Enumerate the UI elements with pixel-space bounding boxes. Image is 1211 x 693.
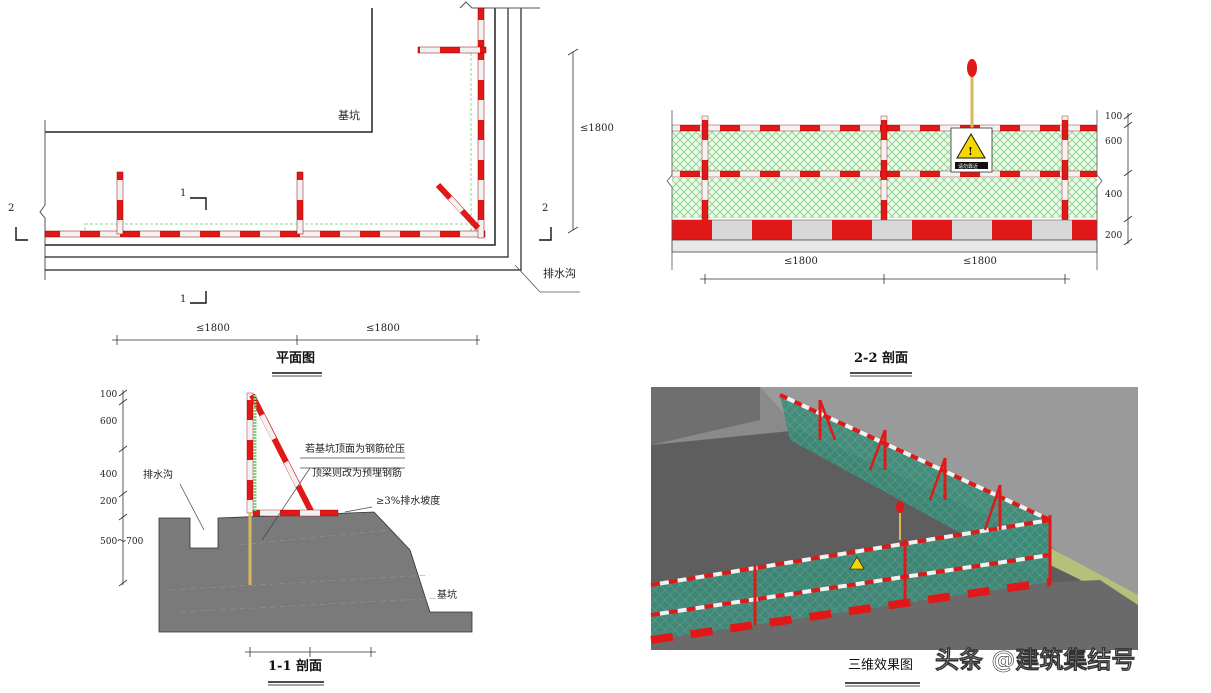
section11-height-500-700: 500～700 (100, 537, 144, 547)
section22-break-left (666, 110, 673, 270)
section-mark-1-bottom: 1 (180, 294, 186, 305)
plan-title: 平面图 (276, 351, 315, 366)
section-1-1: 排水沟 基坑 若基坑顶面为钢筋砼压 顶梁则改为预埋钢筋 ≥3%排水坡度 100 … (100, 389, 473, 686)
drain-line-3 (45, 8, 522, 271)
s11-tick-1 (118, 389, 128, 397)
section11-ground (158, 511, 473, 633)
section11-height-400: 400 (100, 470, 117, 480)
render3d-kickboard (650, 578, 1051, 644)
plan-post-top (417, 46, 487, 54)
section11-drain-leader (179, 483, 205, 531)
section11-brace-white-1 (259, 413, 277, 441)
section22-dim-left: ≤1800 (784, 256, 818, 267)
pit-outline (45, 8, 373, 133)
note-leader (261, 467, 311, 541)
section11-slope-label: ≥3%排水坡度 (376, 494, 440, 507)
drain-leader (514, 264, 541, 293)
section11-note-line1: 若基坑顶面为钢筋砼压 (305, 442, 405, 455)
section22-kickboard (671, 219, 1098, 241)
h-tick-4 (1123, 215, 1133, 223)
section11-post (246, 392, 254, 514)
section11-height-100: 100 (100, 390, 117, 400)
render3d-posts (753, 400, 1052, 625)
ground-hatch-3 (239, 529, 391, 546)
h-tick-2 (1123, 121, 1133, 129)
render-3d: 三维效果图 (650, 387, 1138, 687)
section-bracket-2-right (539, 227, 552, 241)
dim-right-label: ≤1800 (366, 323, 400, 334)
s11-tick-4 (118, 490, 128, 498)
break-mark-left (39, 120, 46, 280)
dim-vertical-tick-top (567, 48, 579, 56)
plan-post-1 (116, 171, 124, 235)
render3d-rail-front-top-w (650, 518, 1051, 587)
section11-title: 1-1 剖面 (268, 658, 322, 674)
plan-view: 基坑 排水沟 1 1 2 2 (8, 1, 614, 377)
section11-note-line2: 顶梁则改为预埋钢筋 (312, 466, 402, 479)
svg-text:!: ! (968, 145, 973, 158)
section22-post-2 (880, 115, 888, 224)
drain-label: 排水沟 (543, 266, 576, 280)
render3d-rail-front-top (650, 518, 1051, 587)
section-mark-1-top: 1 (180, 188, 186, 199)
render3d-braces (818, 399, 1002, 531)
section11-base-rail (252, 509, 339, 517)
plan-rail-vertical (477, 7, 485, 239)
plan-post-2 (296, 171, 304, 235)
section22-height-200: 200 (1105, 231, 1122, 241)
section22-dim-right: ≤1800 (963, 256, 997, 267)
section-bracket-1-bottom (190, 291, 207, 304)
section-mark-2-left: 2 (8, 203, 14, 214)
section-bracket-1-top (190, 197, 207, 210)
section22-base (671, 239, 1098, 253)
render3d-rail-front-mid (650, 553, 1051, 617)
plan-rail-horizontal (44, 230, 486, 238)
ground-hatch-2 (179, 597, 441, 613)
ground-hatch-1 (169, 574, 431, 591)
h-tick-5 (1123, 238, 1133, 246)
section-bracket-2-left (15, 227, 28, 241)
warning-light-icon (967, 59, 977, 77)
section11-brace (249, 393, 315, 515)
s11-tick-5 (118, 513, 128, 521)
section22-height-100: 100 (1105, 112, 1122, 122)
s11-tick-6 (118, 579, 128, 587)
h-tick-3 (1123, 169, 1133, 177)
plan-post-diagonal-white (448, 196, 464, 213)
render3d-warning-sign-icon (849, 556, 865, 570)
warning-sign-label: 请勿靠近 (958, 163, 978, 170)
s11-tick-3 (118, 445, 128, 453)
pit-label: 基坑 (338, 108, 360, 122)
section22-height-400: 400 (1105, 190, 1122, 200)
section-mark-2-right: 2 (542, 203, 548, 214)
dim-vertical-tick-bottom (567, 226, 579, 234)
render3d-rail-front-mid-w (650, 553, 1051, 617)
render3d-fence-front (651, 520, 1050, 640)
section11-height-600: 600 (100, 417, 117, 427)
render3d-back-slab (651, 387, 760, 445)
render3d-title: 三维效果图 (848, 658, 913, 673)
render3d-warning-light-icon (896, 501, 904, 513)
s11-tick-2 (118, 398, 128, 406)
watermark: 头条 @建筑集结号 (935, 646, 1135, 674)
section11-height-200: 200 (100, 497, 117, 507)
slope-leader (344, 506, 373, 513)
section22-break-right (1096, 110, 1103, 270)
dim-left-label: ≤1800 (196, 323, 230, 334)
section22-post-3 (1061, 115, 1069, 224)
h-tick-1 (1123, 112, 1133, 120)
drain-line-1 (45, 8, 496, 246)
section22-height-600: 600 (1105, 137, 1122, 147)
section-2-2: ! 请勿靠近 100 600 400 200 ≤1800 ≤1800 2-2 剖… (666, 59, 1133, 377)
dim-vertical-label: ≤1800 (580, 123, 614, 134)
section22-title: 2-2 剖面 (854, 350, 908, 366)
section11-drain-label: 排水沟 (143, 468, 173, 481)
break-mark-top (459, 1, 540, 9)
section11-brace-white-2 (283, 460, 301, 488)
drain-line-2 (45, 8, 509, 258)
section11-pit-label: 基坑 (437, 588, 457, 601)
warning-sign-icon: ! (950, 127, 993, 173)
section22-post-1 (701, 115, 709, 224)
